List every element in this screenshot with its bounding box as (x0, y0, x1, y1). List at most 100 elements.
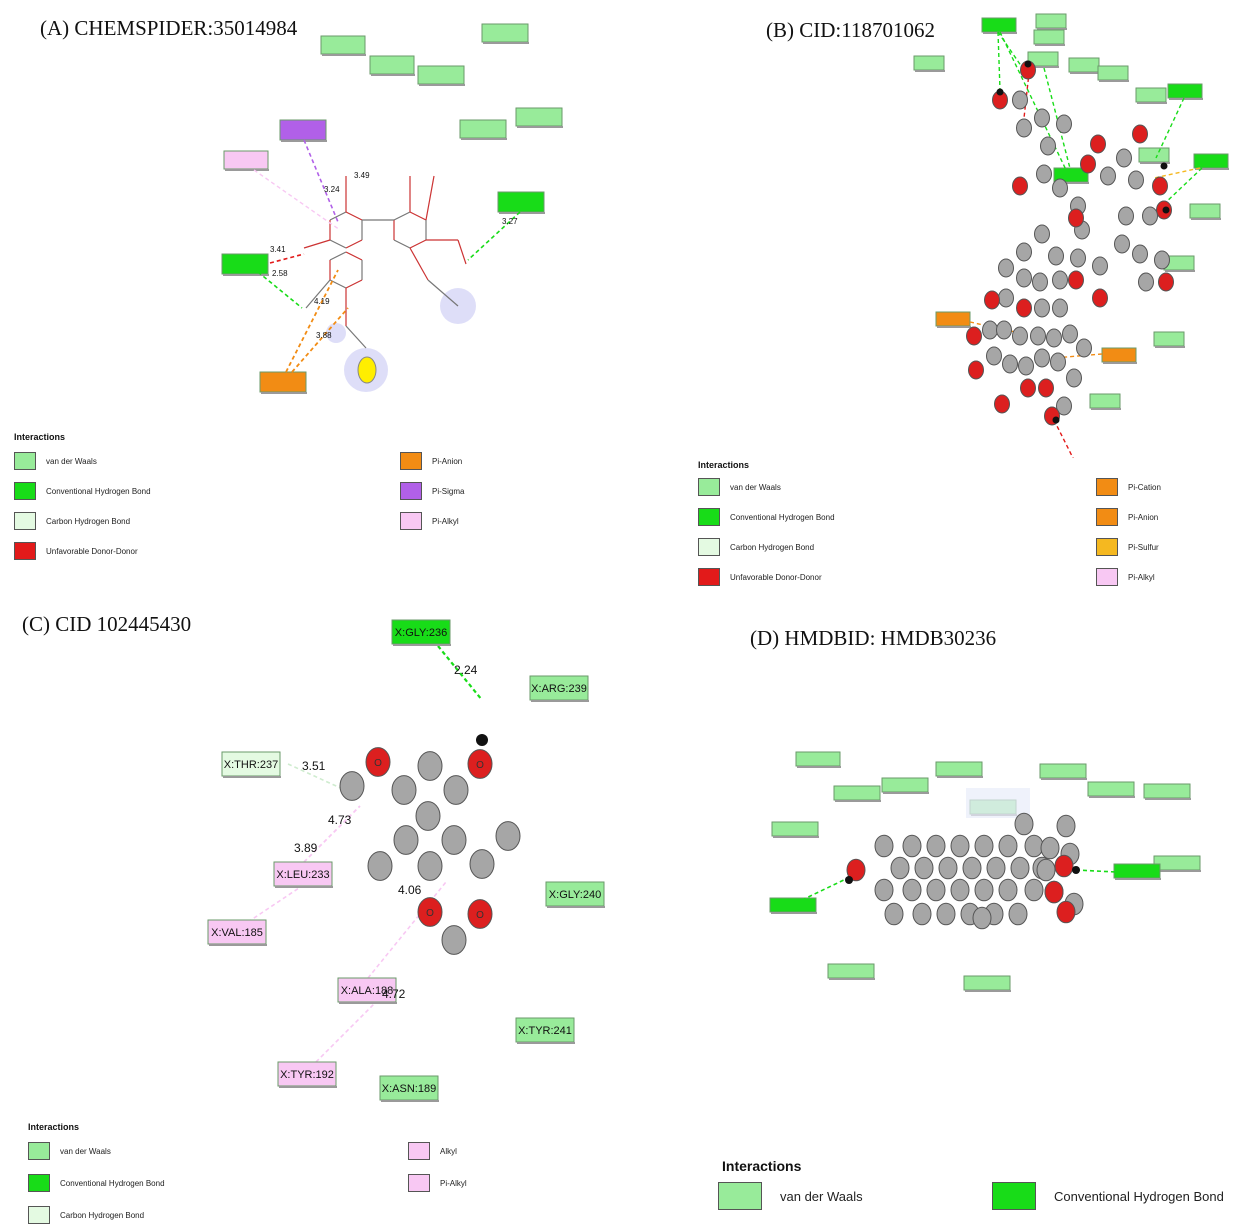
carbon-atom (874, 878, 894, 902)
box-shadow (517, 126, 563, 128)
legend-item-chbond: Carbon Hydrogen Bond (698, 538, 814, 556)
carbon-atom (1076, 338, 1092, 358)
residue-label: X:LEU:233 (276, 869, 329, 881)
highlight (966, 788, 1030, 818)
interaction-line (1161, 167, 1203, 207)
sulfur-atom (357, 356, 377, 384)
residue-label: X:TYR:241 (518, 1025, 572, 1037)
box-shadow (773, 836, 819, 838)
oxygen-atom (467, 899, 493, 929)
interaction-line (247, 881, 309, 923)
distance-label: 2.58 (272, 269, 288, 278)
legend-label: Alkyl (440, 1146, 457, 1156)
carbon-atom (417, 751, 443, 781)
legend-swatch (400, 512, 422, 530)
panel-title: (B) CID:118701062 (766, 18, 935, 42)
carbon-atom (914, 856, 934, 880)
legend-item-hbond: Conventional Hydrogen Bond (698, 508, 835, 526)
box-shadow (1140, 162, 1170, 164)
bond-line (393, 239, 411, 249)
residue-box (935, 311, 971, 327)
legend-item-vdw: van der Waals (698, 478, 781, 496)
legend-label: Conventional Hydrogen Bond (730, 512, 835, 522)
carbon-atom (1052, 270, 1068, 290)
residue-box (277, 1061, 337, 1087)
legend-item-chbond: Carbon Hydrogen Bond (28, 1206, 144, 1224)
box-shadow (275, 886, 333, 888)
atom-label: O (476, 910, 484, 921)
legend-swatch (400, 452, 422, 470)
residue-box (1087, 781, 1135, 797)
legend-swatch (408, 1142, 430, 1160)
residue-label: X:ASN:189 (382, 1083, 436, 1095)
hydrogen-atom (1072, 866, 1080, 874)
legend-item-vdw: van der Waals (14, 452, 97, 470)
legend-swatch (1096, 478, 1118, 496)
legend-heading: Interactions (28, 1122, 80, 1132)
panel-title: (A) CHEMSPIDER:35014984 (40, 16, 298, 40)
carbon-atom (936, 902, 956, 926)
oxygen-atom (1080, 154, 1096, 174)
carbon-atom (1034, 108, 1050, 128)
oxygen-atom (1012, 176, 1028, 196)
residue-box (1039, 763, 1087, 779)
carbon-atom (962, 856, 982, 880)
box-shadow (1103, 362, 1137, 364)
box-shadow (499, 212, 545, 214)
residue-box (481, 23, 529, 43)
interaction-line (467, 211, 521, 261)
bond-line (345, 279, 363, 289)
carbon-atom (1046, 328, 1062, 348)
legend-item-pi-alkyl: Pi-Alkyl (400, 512, 459, 530)
residue-label: X:THR:237 (224, 759, 278, 771)
carbon-atom (393, 825, 419, 855)
box-shadow (883, 792, 929, 794)
box-shadow (279, 1086, 337, 1088)
carbon-atom (1024, 834, 1044, 858)
carbon-atom (1032, 272, 1048, 292)
legend: Interactions van der Waals Conventional … (14, 432, 574, 562)
box-shadow (1035, 44, 1065, 46)
oxygen-atom (1068, 208, 1084, 228)
residue-box (1035, 13, 1067, 29)
bond-line (425, 175, 435, 221)
legend-label: van der Waals (46, 456, 97, 466)
box-shadow (835, 800, 881, 802)
legend-swatch (14, 542, 36, 560)
hydrogen-atom (1024, 60, 1032, 68)
oxygen-atom (1068, 270, 1084, 290)
carbon-atom (1024, 878, 1044, 902)
legend-label: Carbon Hydrogen Bond (730, 542, 815, 552)
carbon-atom (1012, 90, 1028, 110)
carbon-atom (1132, 244, 1148, 264)
legend-swatch (992, 1182, 1036, 1210)
legend-swatch (1096, 508, 1118, 526)
bond-line (345, 325, 367, 349)
legend-swatch (698, 508, 720, 526)
panel-title: (D) HMDBID: HMDB30236 (750, 626, 997, 650)
carbon-atom (417, 851, 443, 881)
legend-label: van der Waals (780, 1188, 863, 1204)
legend-label: van der Waals (730, 482, 781, 492)
legend-label: Unfavorable Donor-Donor (730, 572, 822, 582)
residue-box (273, 861, 333, 887)
residue-box (545, 881, 605, 907)
residue-box (1068, 57, 1100, 73)
residue-box (417, 65, 465, 85)
carbon-atom (974, 878, 994, 902)
residue-box (963, 975, 1011, 991)
carbon-atom (1014, 812, 1034, 836)
legend-swatch (400, 482, 422, 500)
interaction-line (253, 169, 341, 231)
bond-line (457, 239, 467, 265)
carbon-atom (1050, 352, 1066, 372)
carbon-atom (974, 834, 994, 858)
atom-label: O (426, 908, 434, 919)
box-shadow (1195, 168, 1229, 170)
carbon-atom (986, 346, 1002, 366)
carbon-atom (998, 288, 1014, 308)
interaction-line (1075, 869, 1117, 873)
residue-label: X:ARG:239 (531, 683, 587, 695)
oxygen-atom (1016, 298, 1032, 318)
oxygen-atom (1132, 124, 1148, 144)
